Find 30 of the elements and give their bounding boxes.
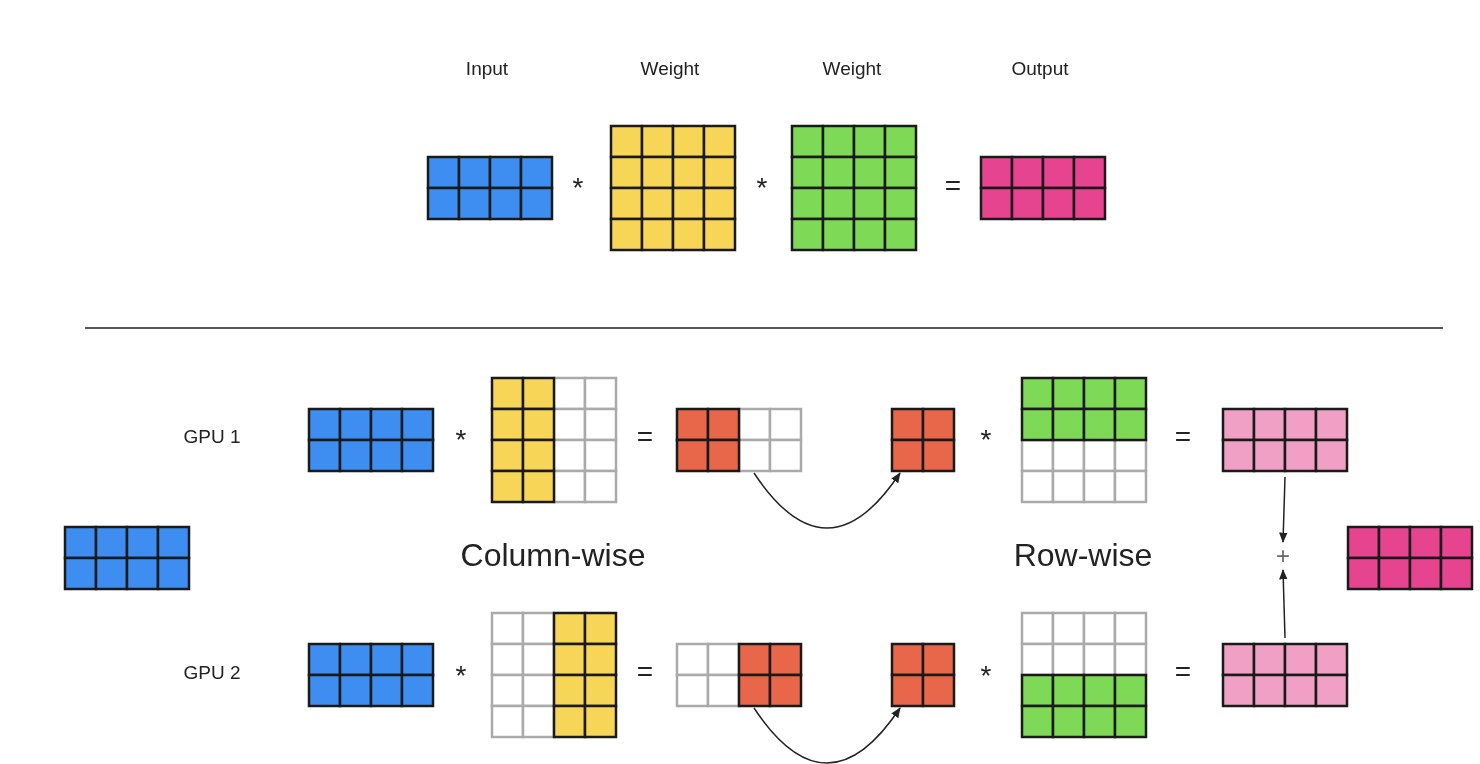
matrix-drawing [1221, 407, 1349, 473]
matrix-drawing [890, 407, 956, 473]
operator: * [455, 424, 467, 456]
curved-arrow [753, 707, 901, 764]
operator: * [756, 172, 768, 204]
arrow [1279, 568, 1288, 639]
operator: = [1174, 421, 1192, 453]
section-heading: Row-wise [1013, 536, 1153, 574]
matrix-drawing [675, 642, 803, 708]
operator: = [636, 421, 654, 453]
row-label: GPU 2 [183, 662, 241, 684]
column-heading: Weight [822, 58, 882, 80]
operator: * [980, 424, 992, 456]
operator: = [944, 170, 962, 202]
matrix-drawing [675, 407, 803, 473]
operator: * [455, 660, 467, 692]
arrow [1279, 476, 1288, 544]
matrix-drawing [890, 642, 956, 708]
section-heading: Column-wise [460, 536, 646, 574]
row-label: GPU 1 [183, 426, 241, 448]
operator: = [1174, 656, 1192, 688]
operator: * [980, 660, 992, 692]
plus-sign: + [1276, 544, 1290, 568]
curved-arrow [753, 472, 901, 529]
column-heading: Weight [640, 58, 700, 80]
column-heading: Output [1011, 58, 1069, 80]
column-heading: Input [465, 58, 509, 80]
matrix-drawing [1221, 642, 1349, 708]
operator: = [636, 656, 654, 688]
operator: * [572, 172, 584, 204]
